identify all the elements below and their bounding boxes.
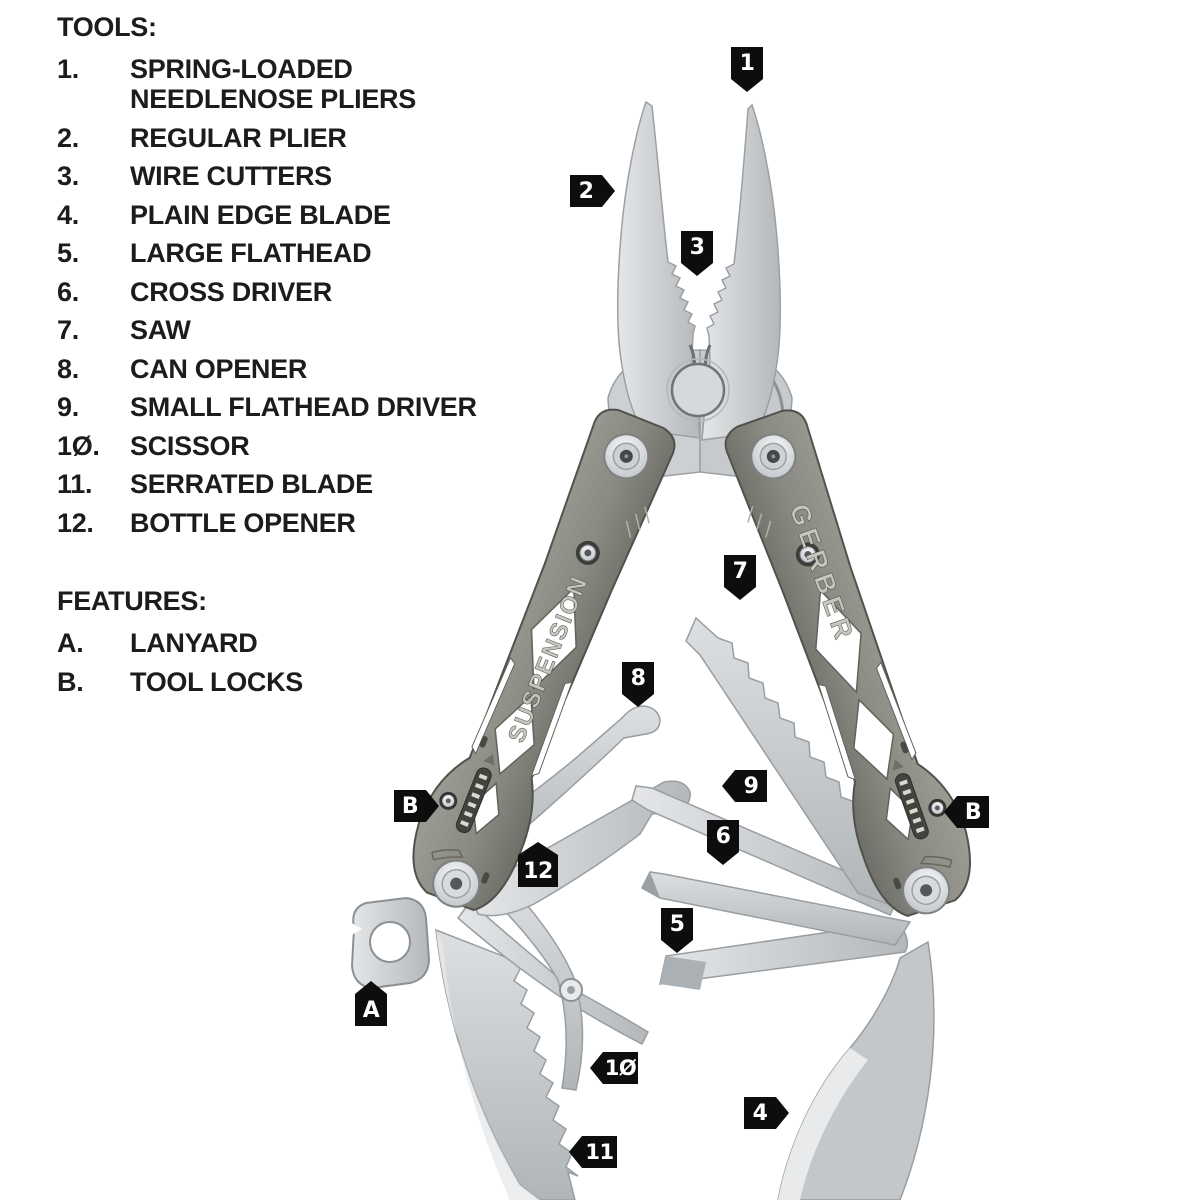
pivot-joint [666, 358, 730, 422]
features-heading: FEATURES: [57, 586, 207, 616]
item-label: SAW [130, 315, 191, 345]
left-jaw [617, 100, 701, 439]
features-list: FEATURES: A. LANYARD B. TOOL LOCKS [57, 586, 537, 705]
item-label: TOOL LOCKS [130, 666, 304, 697]
tools-list-item: 5. LARGE FLATHEAD [57, 238, 537, 268]
cross-driver [641, 871, 912, 946]
large-flathead [659, 921, 909, 990]
item-label: PLAIN EDGE BLADE [130, 199, 391, 230]
features-list-item: B. TOOL LOCKS [57, 667, 537, 697]
item-number: 1Ø. [57, 430, 100, 461]
tools-list-item: 9. SMALL FLATHEAD DRIVER [57, 392, 537, 422]
item-label: CROSS DRIVER [130, 276, 332, 307]
item-number: 7. [57, 315, 79, 345]
item-number: B. [57, 666, 84, 697]
tools-list-item: 8. CAN OPENER [57, 354, 537, 384]
item-label: SERRATED BLADE [130, 469, 373, 499]
tools-list: TOOLS: 1. SPRING-LOADED NEEDLENOSE PLIERS… [57, 12, 537, 546]
item-label: LANYARD [130, 628, 258, 658]
item-number: 6. [57, 276, 79, 307]
item-number: 1. [57, 54, 79, 84]
item-label: REGULAR PLIER [130, 122, 347, 153]
item-label: SCISSOR [130, 430, 250, 461]
tools-list-item: 7. SAW [57, 315, 537, 345]
item-number: 5. [57, 238, 79, 268]
tools-heading: TOOLS: [57, 12, 157, 42]
item-number: 4. [57, 199, 79, 230]
plain-edge-blade [777, 940, 935, 1200]
tools-list-item: 12. BOTTLE OPENER [57, 508, 537, 538]
tools-list-item: 1. SPRING-LOADED NEEDLENOSE PLIERS [57, 54, 537, 114]
item-label: WIRE CUTTERS [130, 161, 332, 191]
plier-jaws [617, 100, 781, 441]
item-label: SPRING-LOADED NEEDLENOSE PLIERS [130, 54, 416, 114]
item-number: 11. [57, 469, 93, 499]
item-label: LARGE FLATHEAD [130, 238, 372, 268]
serrated-blade [435, 928, 579, 1200]
small-flathead-driver [631, 785, 902, 916]
features-list-item: A. LANYARD [57, 628, 537, 658]
tools-list-item: 4. PLAIN EDGE BLADE [57, 200, 537, 230]
lanyard-ring [350, 896, 431, 990]
right-jaw [701, 103, 781, 441]
item-label: SMALL FLATHEAD DRIVER [130, 392, 477, 422]
tools-list-item: 3. WIRE CUTTERS [57, 161, 537, 191]
item-label: BOTTLE OPENER [130, 507, 356, 538]
item-number: 12. [57, 507, 94, 538]
item-number: 2. [57, 122, 79, 153]
tools-list-item: 6. CROSS DRIVER [57, 277, 537, 307]
item-number: A. [57, 628, 84, 658]
item-number: 9. [57, 392, 79, 422]
item-number: 8. [57, 353, 79, 384]
tools-list-item: 2. REGULAR PLIER [57, 123, 537, 153]
item-label: CAN OPENER [130, 353, 308, 384]
item-number: 3. [57, 161, 79, 191]
tools-list-item: 1Ø. SCISSOR [57, 431, 537, 461]
tools-list-item: 11. SERRATED BLADE [57, 469, 537, 499]
